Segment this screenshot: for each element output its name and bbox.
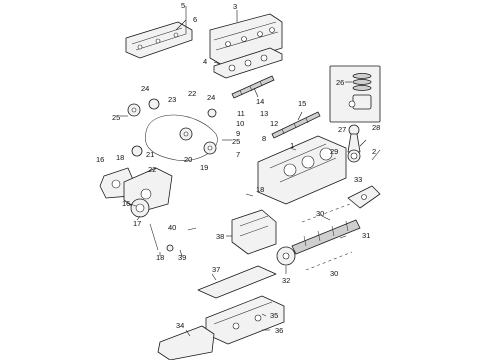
callout-31: 31 <box>362 231 370 240</box>
callout-14: 14 <box>256 97 264 106</box>
camshaft-lower <box>271 111 321 139</box>
callout-34: 34 <box>176 321 184 330</box>
callout-32: 32 <box>282 276 290 285</box>
callout-12: 12 <box>270 119 278 128</box>
callout-22: 22 <box>188 89 196 98</box>
callout-29: 29 <box>330 147 338 156</box>
connecting-rod <box>347 124 361 163</box>
callout-20: 20 <box>184 155 192 164</box>
callout-24b: 24 <box>207 93 215 102</box>
main-bearings-upper <box>301 203 351 223</box>
callout-24: 24 <box>141 84 149 93</box>
callout-22b: 22 <box>148 165 156 174</box>
oil-pan-gasket <box>197 265 277 299</box>
damper-pulley <box>276 246 296 266</box>
callout-39: 39 <box>178 253 186 262</box>
callout-18c: 18 <box>256 185 264 194</box>
callout-27: 27 <box>338 125 346 134</box>
oil-pump <box>231 209 277 255</box>
callout-18: 18 <box>116 153 124 162</box>
callout-7: 7 <box>236 150 240 159</box>
timing-chain <box>127 98 218 161</box>
callout-10: 10 <box>236 119 244 128</box>
callout-16: 16 <box>96 155 104 164</box>
callout-1: 1 <box>290 141 294 150</box>
callout-36: 36 <box>275 326 283 335</box>
callout-30: 30 <box>316 209 324 218</box>
callout-25b: 25 <box>232 137 240 146</box>
crank-seal-housing <box>130 198 150 218</box>
upper-oil-pan <box>205 295 285 345</box>
valve-cover <box>125 21 193 59</box>
rear-main-seal <box>347 185 381 209</box>
callout-23: 23 <box>168 95 176 104</box>
callout-33: 33 <box>354 175 362 184</box>
camshaft-upper <box>231 75 275 99</box>
callout-19: 19 <box>200 163 208 172</box>
callout-37: 37 <box>212 265 220 274</box>
callout-15: 15 <box>298 99 306 108</box>
callouts: 5 6 3 4 14 15 26 27 28 29 2 1 33 30 31 3… <box>96 1 380 335</box>
crankshaft <box>291 219 361 255</box>
lower-oil-pan <box>157 325 215 360</box>
callout-5: 5 <box>181 1 185 10</box>
piston-kit <box>329 65 381 123</box>
callout-6: 6 <box>193 15 197 24</box>
callout-21: 21 <box>146 150 154 159</box>
callout-26: 26 <box>336 78 344 87</box>
callout-17: 17 <box>133 219 141 228</box>
main-bearings-lower <box>305 251 353 271</box>
engine-block <box>257 135 347 205</box>
callout-13: 13 <box>260 109 268 118</box>
callout-28: 28 <box>372 123 380 132</box>
callout-3: 3 <box>233 2 237 11</box>
callout-8: 8 <box>262 134 266 143</box>
callout-18b: 18 <box>156 253 164 262</box>
callout-40: 40 <box>168 223 176 232</box>
callout-30b: 30 <box>330 269 338 278</box>
callout-38: 38 <box>216 232 224 241</box>
callout-2: 2 <box>372 147 376 156</box>
callout-16b: 16 <box>122 199 130 208</box>
callout-4: 4 <box>203 57 207 66</box>
callout-11: 11 <box>237 109 245 118</box>
callout-25: 25 <box>112 113 120 122</box>
callout-9: 9 <box>236 129 240 138</box>
dipstick-tube <box>149 223 174 252</box>
head-gasket <box>213 47 283 79</box>
leader-lines <box>120 6 381 337</box>
callout-35: 35 <box>270 311 278 320</box>
